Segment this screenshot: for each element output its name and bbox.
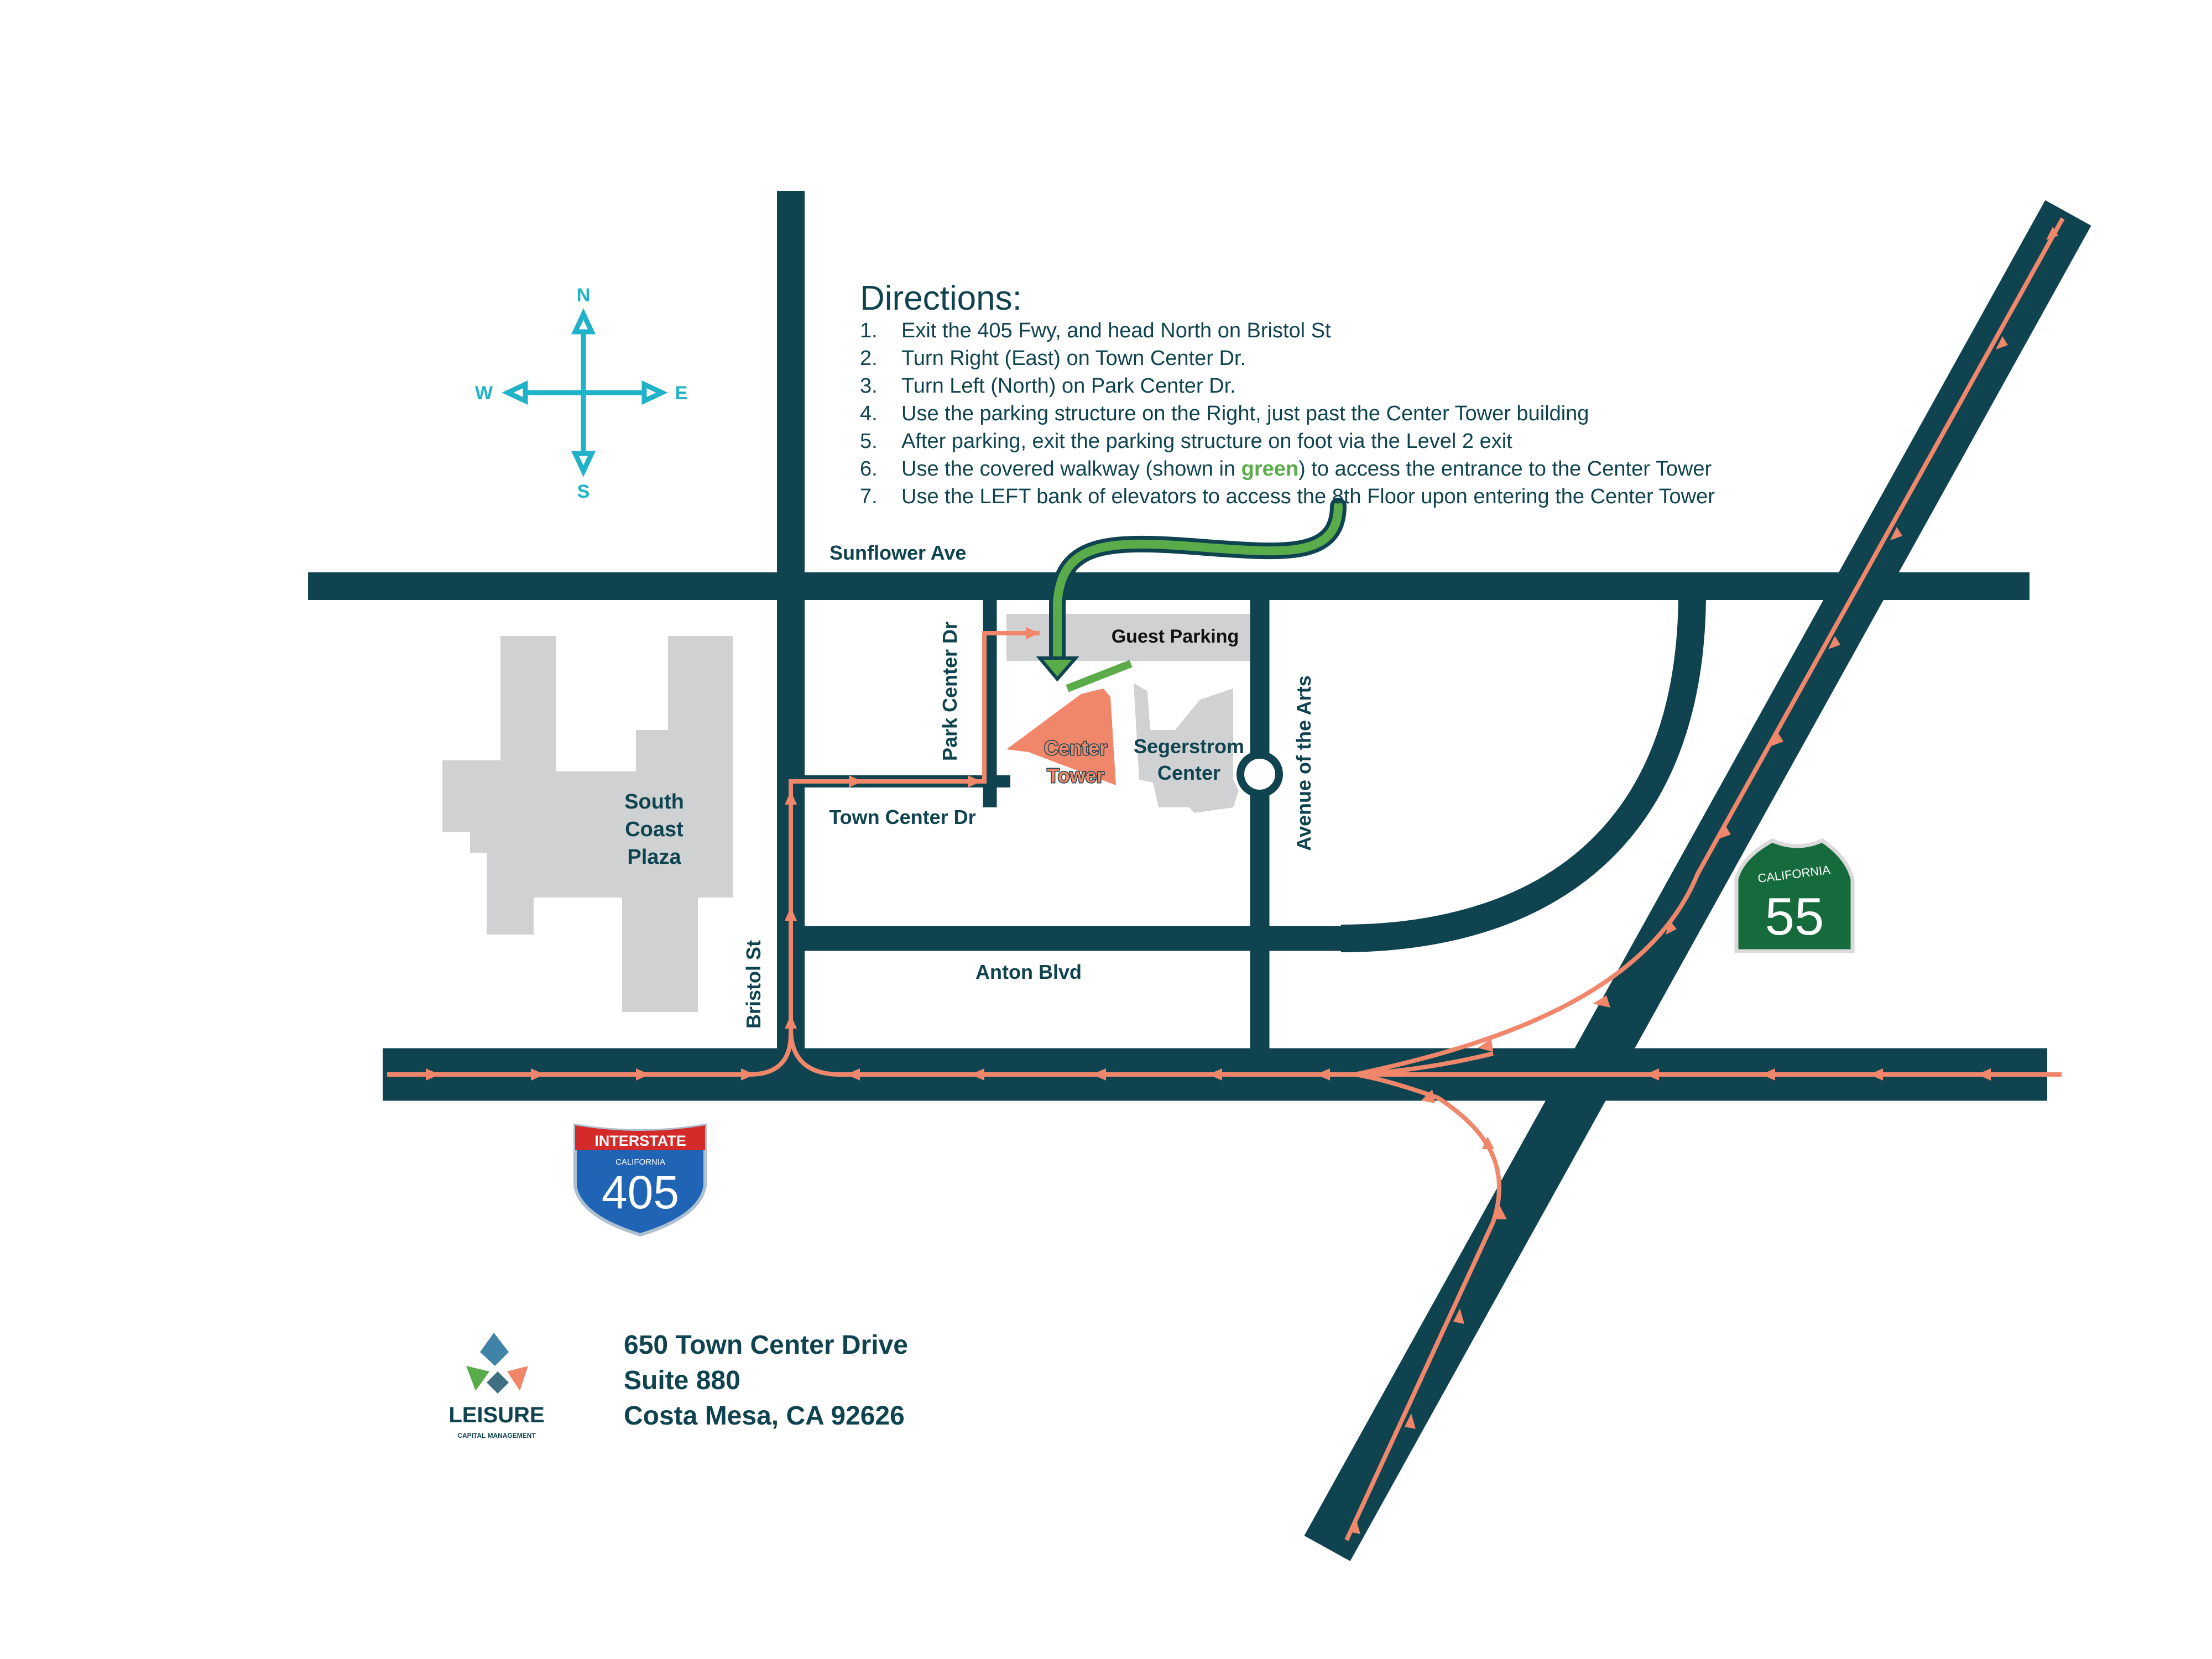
ca-55-shield-icon: CALIFORNIA 55: [1734, 838, 1855, 953]
compass-rose: [502, 308, 668, 477]
sunflower-ave-label: Sunflower Ave: [830, 541, 966, 564]
route-55-southbound: [1354, 217, 2065, 1077]
center-tower-label-line1: Center: [1044, 737, 1107, 759]
roundabout: [1237, 751, 1283, 797]
direction-step-text: Turn Left (North) on Park Center Dr.: [901, 374, 1236, 398]
direction-step-text: After parking, exit the parking structur…: [901, 430, 1512, 453]
interstate-banner-label: INTERSTATE: [594, 1133, 686, 1149]
center-tower-building: [1006, 688, 1116, 785]
direction-step-text-before: Use the covered walkway (shown in: [901, 457, 1241, 481]
logo-left-wing-icon: [466, 1366, 489, 1391]
south-coast-plaza-label-line1: South: [624, 790, 684, 813]
logo-center-diamond-icon: [487, 1371, 509, 1394]
segerstrom-center-label-line2: Center: [1157, 761, 1220, 784]
compass-north-label: N: [577, 285, 591, 306]
address-line-3: Costa Mesa, CA 92626: [624, 1401, 905, 1431]
walkway-pointer-arrowhead: [1036, 656, 1079, 682]
east-arrow-icon: [641, 380, 668, 405]
south-arrow-icon: [571, 451, 596, 477]
route-lines: [387, 217, 2065, 1541]
address-line-1: 650 Town Center Drive: [624, 1331, 908, 1360]
logo-right-wing-icon: [507, 1366, 528, 1391]
covered-walkway: [1066, 660, 1133, 692]
south-coast-plaza-label-line3: Plaza: [627, 846, 681, 869]
guest-parking-label: Guest Parking: [1112, 626, 1239, 647]
compass-west-label: W: [475, 383, 493, 404]
direction-step-number: 4.: [860, 402, 878, 425]
anton-blvd-label: Anton Blvd: [975, 961, 1082, 983]
south-coast-plaza-label-line2: Coast: [625, 818, 684, 841]
interstate-state-label: CALIFORNIA: [615, 1157, 665, 1167]
direction-step-text: Turn Right (East) on Town Center Dr.: [901, 347, 1246, 370]
bristol-st-label: Bristol St: [742, 940, 765, 1029]
segerstrom-center-building: [1134, 683, 1239, 813]
north-arrow-icon: [571, 308, 596, 335]
interstate-number-label: 405: [602, 1166, 679, 1218]
direction-step-text: Use the covered walkway (shown in green)…: [901, 457, 1712, 481]
directions-list: 1. Exit the 405 Fwy, and head North on B…: [860, 319, 1715, 508]
direction-step-number: 3.: [860, 374, 878, 398]
address-line-2: Suite 880: [624, 1366, 740, 1395]
interstate-405-shield-icon: INTERSTATE CALIFORNIA 405: [573, 1123, 707, 1237]
direction-step-text-after: ) to access the entrance to the Center T…: [1298, 457, 1712, 481]
west-arrow-icon: [502, 380, 528, 405]
walkway-color-highlight: green: [1241, 457, 1298, 481]
compass-east-label: E: [675, 383, 688, 404]
south-coast-plaza-building: [442, 636, 733, 1012]
direction-step-number: 1.: [860, 319, 878, 342]
leisure-capital-logo: LEISURE CAPITAL MANAGEMENT: [448, 1333, 545, 1439]
town-center-dr-label: Town Center Dr: [829, 806, 975, 828]
walkway-pointer-arrow-fill: [1053, 502, 1343, 662]
sr55-freeway-road: [1304, 200, 2091, 1562]
ca-55-number-label: 55: [1765, 887, 1824, 946]
logo-subtitle: CAPITAL MANAGEMENT: [457, 1432, 536, 1439]
guest-parking-structure: [1006, 614, 1250, 661]
center-tower-label-line2: Tower: [1047, 764, 1104, 787]
route-bristol-northbound: [749, 631, 1040, 1077]
direction-step-text: Exit the 405 Fwy, and head North on Bris…: [901, 319, 1331, 342]
route-arrows: [426, 227, 2058, 1534]
direction-step-text: Use the parking structure on the Right, …: [901, 402, 1589, 425]
anton-blvd-curve-road: [1340, 598, 1706, 952]
direction-step-number: 7.: [860, 485, 878, 508]
avenue-of-the-arts-label: Avenue of the Arts: [1292, 675, 1315, 851]
park-center-dr-label: Park Center Dr: [938, 622, 961, 761]
logo-name: LEISURE: [448, 1403, 544, 1427]
direction-step-text: Use the LEFT bank of elevators to access…: [901, 485, 1715, 508]
route-55-connector: [1354, 1051, 1494, 1077]
segerstrom-center-label-line1: Segerstrom: [1134, 735, 1244, 758]
direction-step-number: 6.: [860, 457, 878, 481]
direction-step-number: 2.: [860, 347, 878, 370]
logo-top-diamond-icon: [480, 1333, 509, 1366]
direction-step-number: 5.: [860, 430, 878, 453]
route-405-to-bristol-return: [789, 1028, 1355, 1077]
directions-title: Directions:: [860, 279, 1022, 317]
route-55-northbound: [1344, 1072, 1502, 1541]
compass-south-label: S: [577, 481, 590, 502]
